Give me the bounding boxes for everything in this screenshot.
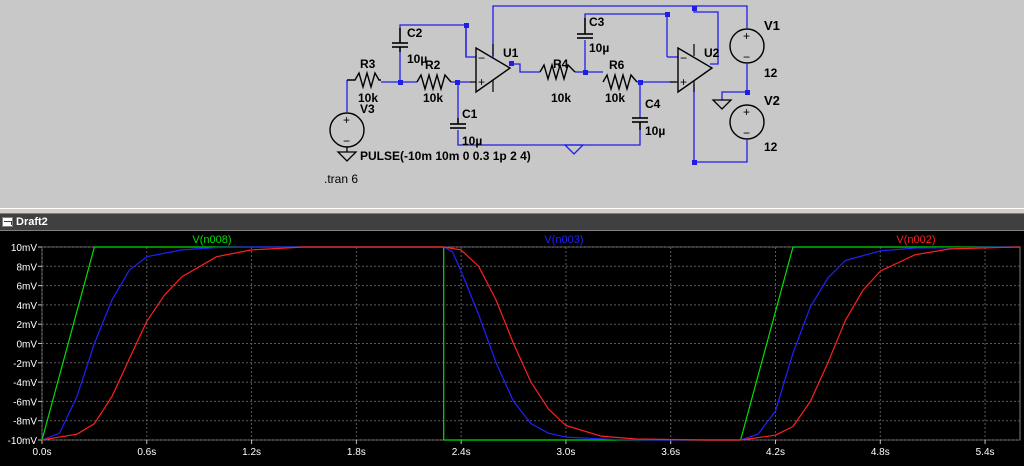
y-tick-label: -2mV [13, 359, 37, 370]
ground-icon [336, 147, 358, 162]
opamp-u2 [677, 46, 714, 94]
x-tick-label: 3.6s [661, 447, 680, 458]
svg-text:+: + [743, 105, 750, 119]
x-tick-label: 4.8s [871, 447, 890, 458]
y-tick-label: 2mV [16, 320, 37, 331]
legend-entry[interactable]: V(n003) [544, 234, 583, 246]
wires [346, 5, 748, 163]
y-tick-label: -4mV [13, 378, 37, 389]
schematic-editor[interactable]: − + − + + − + − + − R3 10k R2 [0, 0, 1024, 208]
waveform-title: Draft2 [16, 216, 48, 228]
u2-plus-sign: + [680, 75, 687, 89]
svg-text:−: − [743, 126, 750, 140]
component-labels: R3 10k R2 10k C2 10µ C1 10µ U1 R4 10k R6… [358, 15, 780, 163]
plot-series [41, 246, 1021, 441]
source-v2 [729, 104, 765, 140]
v1-name: V1 [764, 18, 780, 33]
y-tick-label: -8mV [13, 417, 37, 428]
r3-value: 10k [358, 91, 378, 105]
legend-entry[interactable]: V(n002) [896, 234, 935, 246]
u2-minus-sign: − [680, 51, 687, 65]
v3-value: PULSE(-10m 10m 0 0.3 1p 2 4) [360, 149, 531, 163]
svg-text:−: − [743, 50, 750, 64]
y-tick-label: 6mV [16, 282, 37, 293]
ground-icon [563, 144, 585, 155]
x-axis-ticks: 0.0s 0.6s 1.2s 1.8s 2.4s 3.0s 3.6s 4.2s 4.8s 5.4s [33, 440, 995, 458]
x-tick-label: 3.0s [556, 447, 575, 458]
c4-value: 10µ [645, 124, 665, 138]
v2-value: 12 [764, 140, 778, 154]
x-tick-label: 1.2s [242, 447, 261, 458]
svg-text:+: + [343, 113, 350, 127]
v2-name: V2 [764, 93, 780, 108]
y-axis-ticks: 10mV 8mV 6mV 4mV 2mV 0mV -2mV -4mV -6mV -8mV -10mV [8, 243, 42, 447]
opamp-pins [470, 44, 695, 92]
u1-plus-sign: + [478, 75, 485, 89]
r2-name: R2 [425, 58, 441, 72]
r3-name: R3 [360, 57, 376, 71]
voltage-sources [329, 28, 765, 148]
r6-name: R6 [609, 58, 625, 72]
u2-name: U2 [704, 46, 720, 60]
x-tick-label: 4.2s [766, 447, 785, 458]
v1-value: 12 [764, 66, 778, 80]
y-tick-label: 8mV [16, 262, 37, 273]
y-tick-label: 10mV [11, 243, 37, 254]
opamp-signs: − + − + [478, 51, 687, 89]
waveform-titlebar[interactable]: Draft2 [0, 214, 1024, 231]
u1-minus-sign: − [478, 51, 485, 65]
r4-value: 10k [551, 91, 571, 105]
x-tick-label: 0.6s [137, 447, 156, 458]
x-tick-label: 0.0s [33, 447, 52, 458]
x-tick-label: 1.8s [347, 447, 366, 458]
c2-name: C2 [407, 26, 423, 40]
series-line-V(n008) [41, 246, 1020, 441]
waveform-window[interactable]: Draft2 10mV 8mV 6mV 4mV 2mV 0mV -2mV -4mV -6mV -8… [0, 214, 1024, 466]
c3-value: 10µ [589, 41, 609, 55]
tran-directive[interactable]: .tran 6 [324, 172, 358, 186]
series-line-V(n002) [41, 246, 1021, 441]
x-tick-label: 5.4s [976, 447, 995, 458]
x-tick-label: 2.4s [452, 447, 471, 458]
y-tick-label: -10mV [8, 436, 38, 447]
waveform-plot[interactable]: 10mV 8mV 6mV 4mV 2mV 0mV -2mV -4mV -6mV -8mV -10mV… [0, 231, 1024, 466]
source-v1 [729, 28, 765, 64]
schematic-canvas[interactable]: − + − + + − + − + − R3 10k R2 [0, 0, 1024, 208]
c3-name: C3 [589, 15, 605, 29]
c1-value: 10µ [462, 134, 482, 148]
y-tick-label: 4mV [16, 301, 37, 312]
junctions [398, 6, 750, 165]
opamps [475, 46, 714, 94]
svg-text:+: + [743, 29, 750, 43]
resistors [347, 62, 638, 92]
pane-divider[interactable] [0, 208, 1024, 214]
y-tick-label: 0mV [16, 340, 37, 351]
r4-name: R4 [553, 57, 569, 71]
r2-value: 10k [423, 91, 443, 105]
c4-name: C4 [645, 97, 661, 111]
legend-entry[interactable]: V(n008) [192, 234, 231, 246]
plot-grid [41, 246, 1021, 441]
r6-value: 10k [605, 91, 625, 105]
u1-name: U1 [503, 46, 519, 60]
svg-text:−: − [343, 134, 350, 148]
waveform-icon [2, 217, 13, 227]
source-signs: + − + − + − [343, 29, 750, 148]
plot-legend[interactable]: V(n008) V(n003) V(n002) [192, 234, 935, 246]
c1-name: C1 [462, 107, 478, 121]
y-tick-label: -6mV [13, 397, 37, 408]
ground-icon [711, 99, 733, 110]
capacitors [392, 18, 648, 130]
series-line-V(n003) [41, 246, 1021, 441]
v3-name: V3 [360, 102, 375, 116]
c2-value: 10µ [407, 52, 427, 66]
grounds [336, 99, 733, 162]
